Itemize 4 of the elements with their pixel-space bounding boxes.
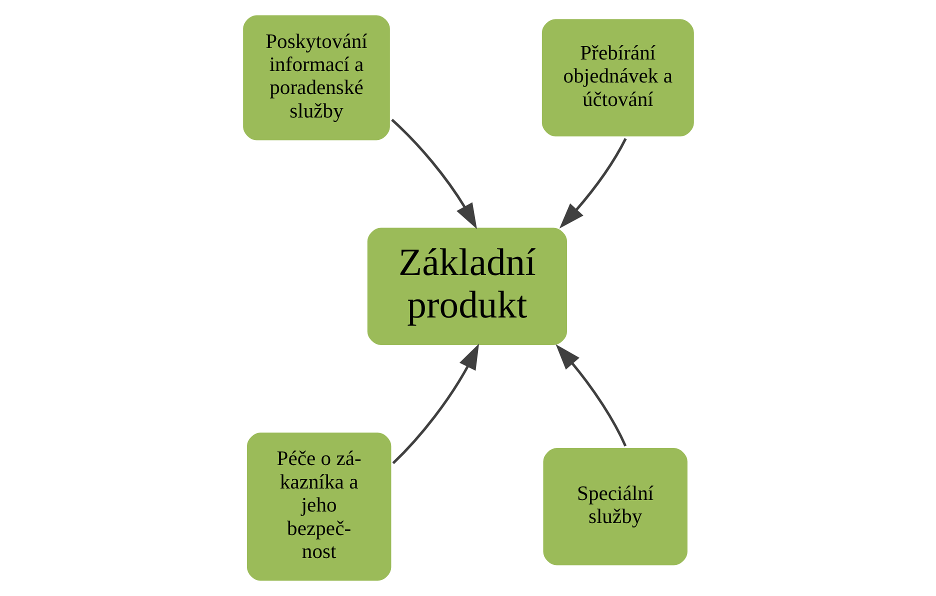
arrow <box>392 344 479 464</box>
arrow <box>390 118 476 230</box>
arrow <box>558 138 626 229</box>
arrow <box>555 344 626 447</box>
